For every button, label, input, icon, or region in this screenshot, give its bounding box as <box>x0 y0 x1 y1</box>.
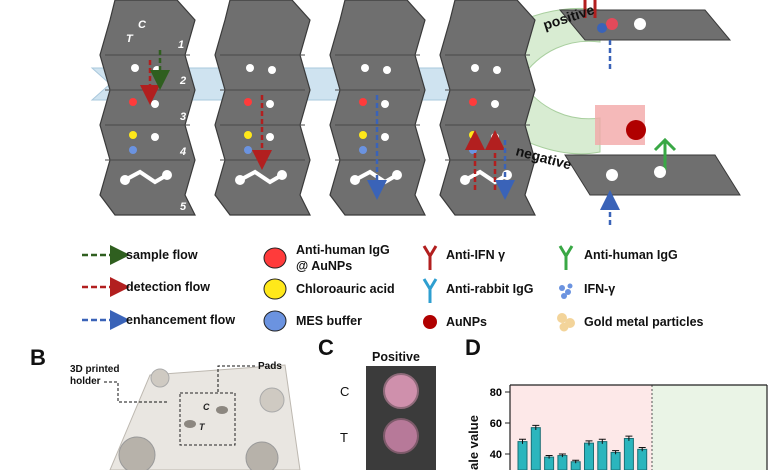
strip-1 <box>99 0 196 216</box>
positive-result-pad <box>558 0 732 72</box>
legend-gold-particles: Gold metal particles <box>584 315 704 329</box>
anti-human-igg-icon <box>558 245 574 270</box>
holder-pad-c: C <box>203 402 210 412</box>
aunp-icon <box>423 315 437 329</box>
pad-number-4: 4 <box>179 146 186 158</box>
legend-anti-human-igg-aunps-1: Anti-human IgG <box>296 243 390 257</box>
error-bar <box>638 446 646 452</box>
panel-d-letter: D <box>465 335 481 360</box>
pads-callout-box <box>179 392 236 446</box>
error-bar <box>625 435 633 441</box>
legend-enhancement-flow: enhancement flow <box>126 313 235 327</box>
bar <box>544 456 555 470</box>
panel-c: C Positive C T <box>318 335 436 470</box>
strip-2 <box>214 0 311 216</box>
legend-anti-human-igg-aunps-2: @ AuNPs <box>296 259 352 273</box>
bar <box>637 448 648 470</box>
legend-anti-human-igg: Anti-human IgG <box>584 248 678 262</box>
error-bar <box>585 440 593 446</box>
error-bar <box>598 438 606 444</box>
bar <box>610 451 621 470</box>
gold-particles-icon <box>557 313 575 332</box>
bar <box>597 441 608 470</box>
error-bar <box>532 424 540 430</box>
panel-b-letter: B <box>30 345 46 370</box>
ifn-molecule-icon <box>559 283 573 299</box>
legend-anti-rabbit-igg: Anti-rabbit IgG <box>446 282 534 296</box>
legend-sample-flow: sample flow <box>126 248 198 262</box>
error-bar <box>545 455 553 459</box>
pad-number-5: 5 <box>180 201 187 213</box>
printed-holder-body <box>109 364 301 470</box>
pad-letter-c: C <box>138 19 147 31</box>
legend-chloroauric-acid: Chloroauric acid <box>296 282 395 296</box>
legend-detection-flow: detection flow <box>126 280 210 294</box>
legend: sample flow detection flow enhancement f… <box>82 243 704 332</box>
holder-label-line2: holder <box>70 376 101 387</box>
legend-blue-dot <box>263 310 287 332</box>
y-tick-label: 80 <box>490 387 502 399</box>
legend-red-dot <box>263 247 287 269</box>
pad-number-3: 3 <box>180 111 186 123</box>
test-spot-t <box>383 418 419 454</box>
panel-c-letter: C <box>318 335 334 360</box>
legend-aunps: AuNPs <box>446 315 487 329</box>
bar <box>530 427 541 470</box>
pad-number-2: 2 <box>179 75 186 87</box>
error-bar <box>572 459 580 464</box>
strip-4 <box>439 0 536 216</box>
anti-rabbit-antibody-icon <box>422 278 438 303</box>
bar <box>557 455 568 470</box>
anti-ifn-antibody-icon <box>422 245 438 270</box>
legend-ifn: IFN-γ <box>584 282 615 296</box>
bar <box>517 441 528 470</box>
error-bar <box>558 453 566 458</box>
error-bar <box>519 438 526 444</box>
legend-mes-buffer: MES buffer <box>296 314 362 328</box>
bar <box>584 442 594 470</box>
bar <box>623 438 634 470</box>
y-tick-label: 40 <box>490 449 502 461</box>
y-axis-label: ale value <box>466 415 481 470</box>
panel-c-title: Positive <box>372 350 420 364</box>
test-spot-c <box>383 373 419 409</box>
panel-b: B C T 3D printed holder Pads <box>30 345 301 470</box>
strip-labels: 1 2 3 4 5 C T <box>126 19 187 213</box>
panel-d: D 40 60 80 ale value <box>465 335 768 470</box>
pad-number-1: 1 <box>178 39 184 51</box>
negative-result-pad <box>564 105 741 225</box>
legend-yellow-dot <box>263 278 287 300</box>
y-tick-label: 60 <box>490 418 502 430</box>
pads-label: Pads <box>258 361 282 372</box>
bars <box>517 424 648 470</box>
row-c-label: C <box>340 384 349 399</box>
y-ticks: 40 60 80 <box>490 387 510 461</box>
pad-letter-t: T <box>126 33 134 45</box>
holder-label-line1: 3D printed <box>70 364 119 375</box>
row-t-label: T <box>340 430 348 445</box>
error-bar <box>612 450 620 455</box>
strip-3 <box>329 0 426 216</box>
holder-pad-t: T <box>199 422 206 432</box>
legend-anti-ifn: Anti-IFN γ <box>446 248 505 262</box>
negative-region-bg <box>652 385 767 470</box>
